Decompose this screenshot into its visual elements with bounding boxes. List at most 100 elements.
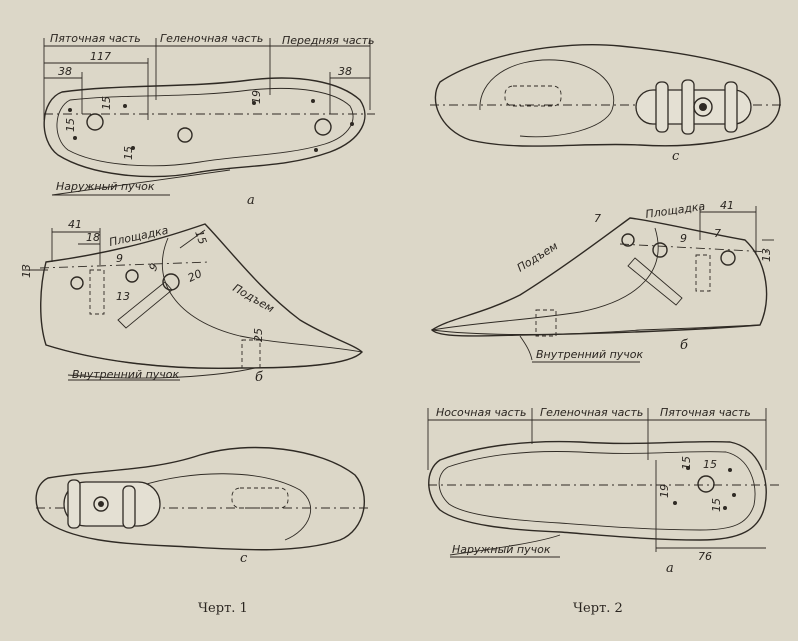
fig1a-zone-mid: Геленочная часть (160, 32, 263, 45)
fig1b-label-inner-joint: Внутренний пучок (72, 368, 180, 381)
fig1a-dim-117: 117 (90, 50, 111, 63)
fig1a-sole-outline (43, 77, 366, 178)
fig2c-hole-center (699, 103, 707, 111)
fig1a-dim-15c: 15 (122, 146, 135, 160)
fig1-caption: Черт. 1 (198, 601, 248, 616)
fig2a-pin (732, 493, 736, 497)
fig1a-pin (123, 104, 127, 108)
fig2a-dim-19: 19 (658, 484, 671, 498)
fig1b-leader (67, 367, 256, 379)
fig2a-dim-76: 76 (698, 550, 712, 563)
fig2b-axis (619, 243, 771, 253)
fig1a-zone-heel: Пяточная часть (50, 32, 141, 45)
fig1b-heel-hole (70, 276, 84, 290)
fig2a-sole-outline (428, 440, 767, 541)
fig2b-hole-1 (621, 233, 635, 247)
fig2b-dim-41: 41 (720, 199, 734, 212)
fig2a-letter: а (666, 561, 674, 576)
fig1a-pin (252, 101, 256, 105)
fig1b-label-instep: Подъем (231, 281, 277, 315)
fig1b-hidden-pocket (241, 339, 261, 369)
fig1c-hole (93, 496, 109, 512)
fig1b-channel (117, 281, 173, 329)
fig1a-dim-19: 19 (250, 90, 263, 104)
fig2b-dim-7b: 7 (714, 227, 721, 240)
fig1b-hole-2 (125, 269, 139, 283)
fig1b-dim-15: 15 (192, 229, 209, 247)
fig1b-dim-41: 41 (68, 218, 82, 231)
fig1a-pin (131, 146, 135, 150)
fig1a-pin (350, 122, 354, 126)
fig1b-dim-13b: 13 (116, 290, 130, 303)
fig1a-label-outer-joint: Наружный пучок (56, 180, 155, 193)
fig1a-dim-15a: 15 (100, 96, 113, 110)
fig2a-zone-heel: Пяточная часть (660, 406, 751, 419)
fig1b-letter: б (255, 370, 263, 385)
fig1c-slot-left (67, 479, 81, 529)
fig2-view-a: Носочная часть Геленочная часть Пяточная… (427, 406, 780, 576)
fig1c-inner-curve (139, 473, 312, 541)
fig1b-axis (39, 261, 211, 269)
fig2c-hole (693, 97, 713, 117)
fig2a-zone-toe: Носочная часть (436, 406, 527, 419)
fig2c-hidden-pocket (504, 85, 562, 107)
fig1a-mid-hole (177, 127, 193, 143)
fig1b-last-outline (40, 223, 363, 369)
fig2a-zone-mid: Геленочная часть (540, 406, 643, 419)
fig2a-pin (723, 506, 727, 510)
fig2a-label-outer-joint: Наружный пучок (452, 543, 551, 556)
fig2b-heel-hole (720, 250, 736, 266)
fig2b-label-inner-joint: Внутренний пучок (536, 348, 644, 361)
fig1-view-a: Пяточная часть Геленочная часть Передняя… (43, 32, 375, 208)
fig1a-dim-38-left: 38 (58, 65, 72, 78)
fig1a-pin (311, 99, 315, 103)
fig1c-outline (35, 446, 365, 551)
fig1a-pin (68, 108, 72, 112)
fig1b-sole-line (45, 344, 363, 369)
fig1c-plate (63, 481, 161, 527)
fig2a-inner-outline (438, 451, 756, 531)
fig1b-hole-3 (162, 273, 180, 291)
fig2a-pin (673, 501, 677, 505)
fig2b-letter: б (680, 338, 688, 353)
fig2a-pin (686, 466, 690, 470)
fig2a-dim-15b: 15 (703, 458, 717, 471)
fig2c-slot-3 (724, 81, 738, 133)
fig1b-dim-25: 25 (252, 328, 265, 342)
fig2b-hidden-channel (695, 254, 711, 292)
fig1-view-c: с (35, 446, 370, 566)
fig1a-letter: а (247, 193, 255, 208)
fig1b-label-platform: Площадка (108, 224, 170, 249)
fig2c-inner-curve (479, 59, 615, 138)
fig1a-pin (314, 148, 318, 152)
fig2b-leader (519, 335, 533, 361)
fig2b-dim-9: 9 (680, 232, 687, 245)
fig1c-hidden-pocket (231, 487, 289, 509)
fig1a-toe-hole (314, 118, 332, 136)
fig1-view-b: 41 18 13 15 9 9 13 20 25 Площадка Подъем… (20, 218, 363, 385)
fig2b-dim-13: 13 (760, 248, 773, 262)
fig1a-zone-front: Передняя часть (282, 34, 375, 47)
fig1b-dim-18: 18 (86, 231, 100, 244)
fig2c-letter: с (672, 149, 680, 164)
fig2b-channel (627, 257, 683, 306)
fig2c-outline (434, 43, 781, 147)
fig1a-leader (51, 169, 231, 196)
fig2-caption: Черт. 2 (573, 601, 623, 616)
fig2-view-c: с (430, 43, 785, 164)
fig2-view-b: 41 7 9 7 13 Площадка Подъем Внутренний п… (430, 199, 774, 363)
fig1b-15-leader (179, 229, 206, 249)
fig2a-leader (449, 534, 561, 556)
fig1c-slot-right (122, 485, 136, 529)
fig2c-slot-2 (681, 79, 695, 135)
fig1a-inner-outline (56, 87, 354, 167)
fig2a-dim-15a: 15 (680, 456, 693, 470)
fig2b-dim-7a: 7 (594, 212, 601, 225)
fig2b-hole-2 (652, 242, 668, 258)
fig1b-hidden-channel (89, 269, 105, 315)
fig1b-instep-curve (161, 237, 363, 353)
fig1a-dim-15b: 15 (64, 118, 77, 132)
fig1c-hole-center (98, 501, 104, 507)
